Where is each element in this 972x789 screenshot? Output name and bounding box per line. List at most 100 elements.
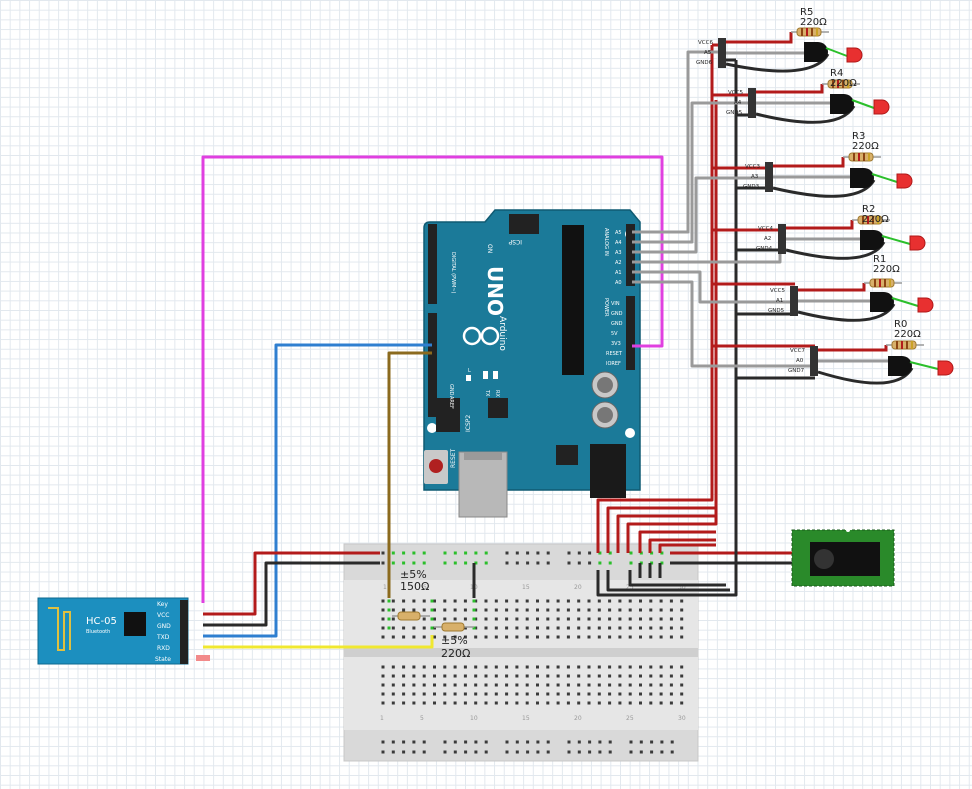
breadboard-hole[interactable] (402, 692, 406, 696)
power-rail-hole[interactable] (484, 551, 488, 555)
breadboard-hole[interactable] (587, 674, 591, 678)
breadboard-hole[interactable] (556, 626, 560, 630)
power-rail-hole[interactable] (443, 561, 447, 565)
breadboard-hole[interactable] (453, 635, 457, 639)
power-rail-hole[interactable] (443, 551, 447, 555)
breadboard-hole[interactable] (494, 599, 498, 603)
power-rail-hole[interactable] (546, 561, 550, 565)
power-rail-hole[interactable] (515, 740, 519, 744)
power-rail-hole[interactable] (577, 740, 581, 744)
breadboard-hole[interactable] (587, 626, 591, 630)
breadboard-hole[interactable] (597, 683, 601, 687)
breadboard-hole[interactable] (391, 626, 395, 630)
breadboard-hole[interactable] (484, 635, 488, 639)
breadboard-hole[interactable] (608, 701, 612, 705)
breadboard-hole[interactable] (443, 617, 447, 621)
breadboard-hole[interactable] (484, 692, 488, 696)
breadboard-hole[interactable] (525, 599, 529, 603)
power-rail-hole[interactable] (464, 551, 468, 555)
power-rail-hole[interactable] (422, 740, 426, 744)
power-rail-hole[interactable] (650, 740, 654, 744)
breadboard-hole[interactable] (474, 599, 478, 603)
breadboard-hole[interactable] (525, 635, 529, 639)
breadboard-hole[interactable] (463, 692, 467, 696)
breadboard-hole[interactable] (618, 683, 622, 687)
breadboard-hole[interactable] (474, 635, 478, 639)
breadboard-hole[interactable] (515, 635, 519, 639)
breadboard-hole[interactable] (525, 701, 529, 705)
power-rail-hole[interactable] (484, 561, 488, 565)
breadboard-hole[interactable] (433, 665, 436, 669)
power-rail-hole[interactable] (422, 551, 426, 555)
breadboard-hole[interactable] (639, 683, 642, 687)
breadboard-hole[interactable] (494, 674, 498, 678)
breadboard-hole[interactable] (659, 599, 663, 603)
breadboard-hole[interactable] (381, 692, 385, 696)
power-rail-hole[interactable] (660, 740, 664, 744)
power-rail-hole[interactable] (505, 750, 509, 754)
breadboard-hole[interactable] (618, 608, 622, 612)
breadboard-hole[interactable] (566, 626, 570, 630)
breadboard-hole[interactable] (556, 692, 560, 696)
breadboard-hole[interactable] (659, 683, 663, 687)
power-rail-hole[interactable] (402, 740, 406, 744)
breadboard-hole[interactable] (391, 635, 395, 639)
breadboard-hole[interactable] (669, 674, 673, 678)
power-rail-hole[interactable] (660, 750, 664, 754)
breadboard-hole[interactable] (515, 617, 519, 621)
breadboard-hole[interactable] (536, 599, 539, 603)
breadboard-hole[interactable] (608, 635, 612, 639)
breadboard-hole[interactable] (587, 701, 591, 705)
breadboard-hole-active[interactable] (387, 617, 391, 621)
breadboard-hole-active[interactable] (430, 608, 434, 612)
power-rail-hole[interactable] (505, 561, 509, 565)
breadboard-hole[interactable] (412, 626, 416, 630)
breadboard-hole[interactable] (577, 683, 581, 687)
breadboard-hole[interactable] (649, 701, 653, 705)
breadboard-hole[interactable] (566, 635, 570, 639)
breadboard-hole[interactable] (536, 626, 539, 630)
power-rail-hole[interactable] (381, 740, 385, 744)
breadboard-hole[interactable] (608, 692, 612, 696)
breadboard-hole-active[interactable] (472, 599, 476, 603)
breadboard-hole[interactable] (453, 617, 457, 621)
power-rail-hole[interactable] (608, 750, 612, 754)
breadboard-hole[interactable] (474, 692, 478, 696)
power-rail-hole[interactable] (536, 551, 540, 555)
breadboard-hole[interactable] (649, 635, 653, 639)
breadboard-hole[interactable] (639, 599, 642, 603)
breadboard-hole[interactable] (505, 635, 509, 639)
breadboard-hole[interactable] (453, 683, 457, 687)
power-rail-hole[interactable] (536, 561, 540, 565)
breadboard-hole[interactable] (566, 692, 570, 696)
breadboard-hole[interactable] (484, 683, 488, 687)
breadboard-hole[interactable] (484, 599, 488, 603)
breadboard-hole[interactable] (505, 683, 509, 687)
breadboard-hole[interactable] (546, 674, 550, 678)
power-rail-hole[interactable] (402, 551, 406, 555)
power-rail-hole[interactable] (660, 551, 664, 555)
breadboard-hole[interactable] (433, 599, 436, 603)
breadboard-hole[interactable] (474, 665, 478, 669)
breadboard-hole[interactable] (525, 674, 529, 678)
power-rail-hole[interactable] (443, 750, 447, 754)
power-rail-hole[interactable] (608, 551, 612, 555)
breadboard-hole[interactable] (680, 665, 684, 669)
breadboard-hole[interactable] (391, 701, 395, 705)
power-rail-hole[interactable] (464, 750, 468, 754)
breadboard-hole[interactable] (608, 683, 612, 687)
breadboard-hole[interactable] (618, 665, 622, 669)
breadboard-hole[interactable] (494, 665, 498, 669)
breadboard-hole[interactable] (659, 692, 663, 696)
power-rail-hole[interactable] (453, 750, 457, 754)
breadboard-hole[interactable] (639, 665, 642, 669)
breadboard-hole[interactable] (381, 635, 385, 639)
breadboard-hole[interactable] (463, 608, 467, 612)
breadboard-hole[interactable] (536, 635, 539, 639)
breadboard-hole[interactable] (433, 692, 436, 696)
breadboard-hole[interactable] (402, 701, 406, 705)
breadboard-hole[interactable] (587, 665, 591, 669)
breadboard-hole[interactable] (402, 626, 406, 630)
breadboard-hole[interactable] (391, 599, 395, 603)
breadboard-hole[interactable] (659, 617, 663, 621)
